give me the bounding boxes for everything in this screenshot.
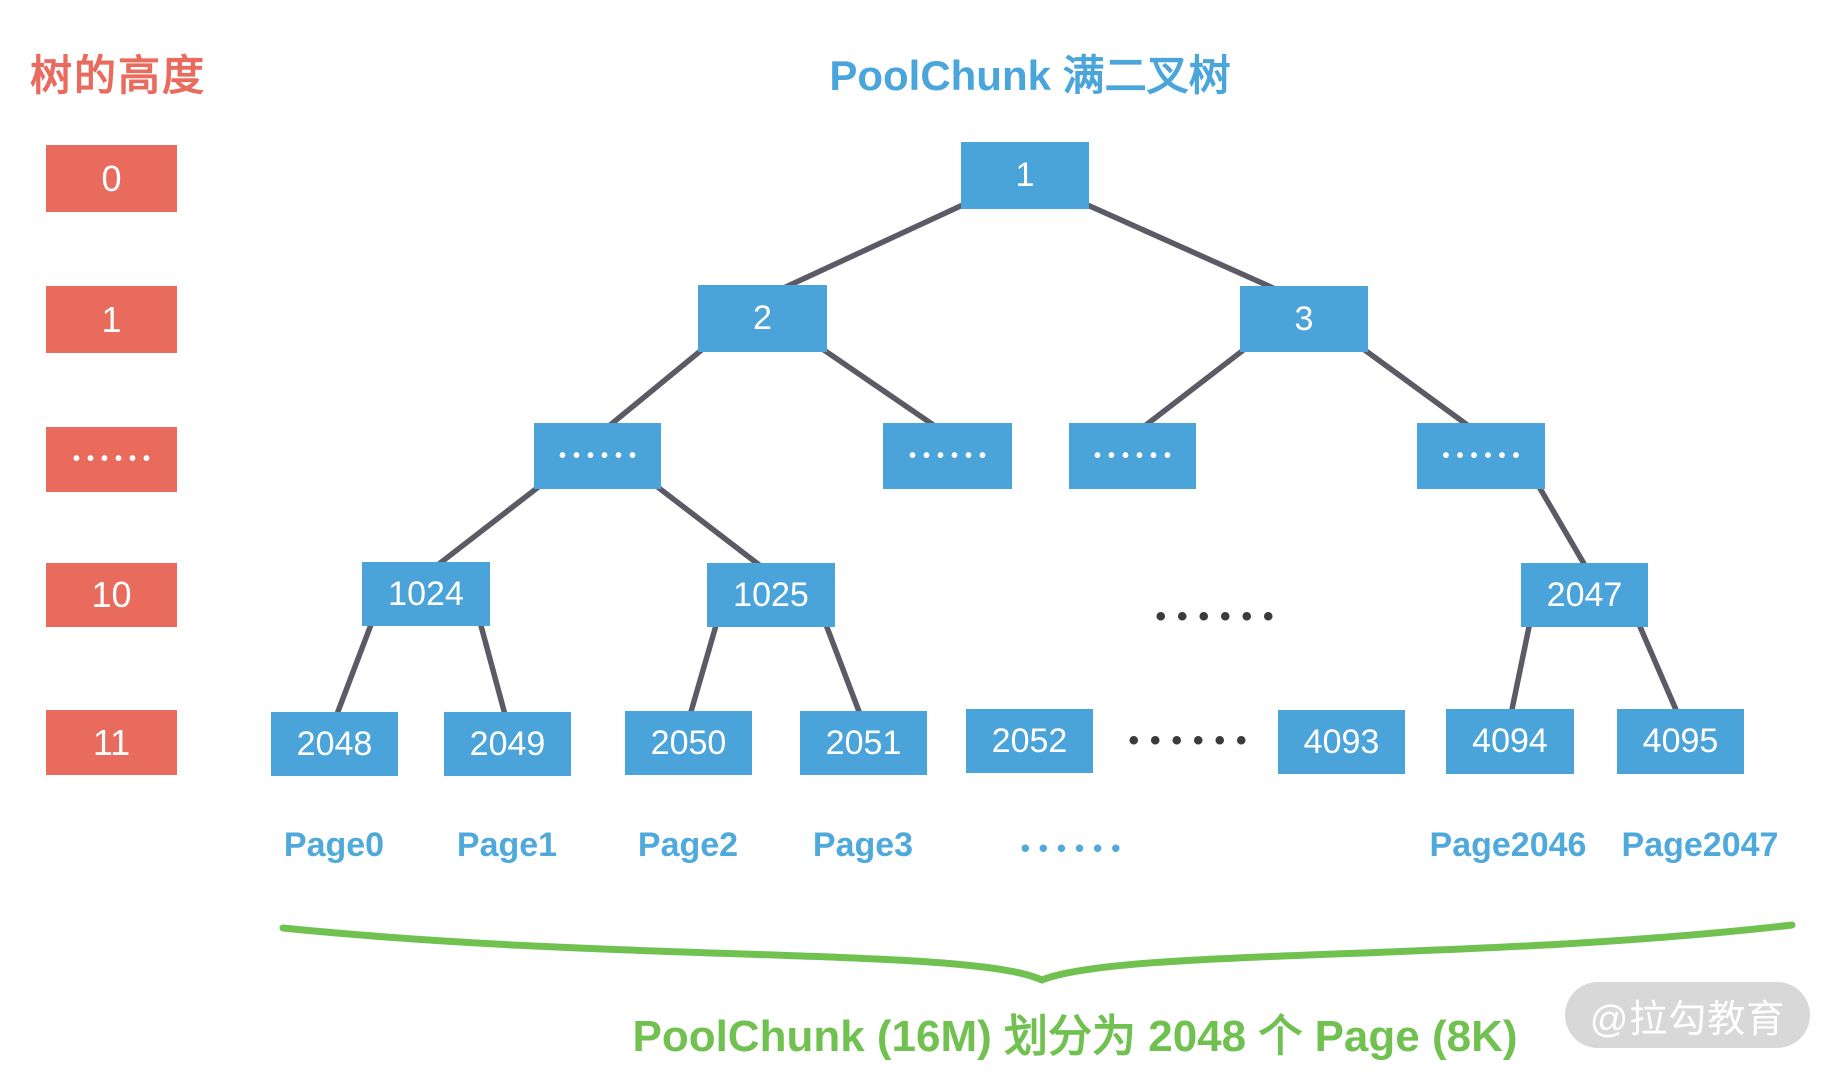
page-ellipsis: •••••• — [1020, 832, 1130, 863]
tree-node-4094: 4094 — [1446, 709, 1574, 774]
height-box-11: 11 — [46, 710, 177, 775]
height-box-0: 0 — [46, 145, 177, 212]
tree-node-1025-label: 1025 — [733, 575, 809, 614]
page-label-1: Page1 — [456, 826, 558, 864]
page-label-2047: Page2047 — [1621, 826, 1779, 864]
tree-node-dots-4: •••••• — [1417, 423, 1545, 489]
tree-node-4093: 4093 — [1278, 710, 1405, 774]
tree-node-2052: 2052 — [966, 709, 1093, 773]
height-box-11-label: 11 — [92, 721, 131, 763]
tree-node-4095: 4095 — [1617, 709, 1744, 774]
watermark-badge: @拉勾教育 — [1565, 982, 1810, 1048]
height-box-1: 1 — [46, 286, 177, 353]
tree-node-4094-label: 4094 — [1472, 722, 1548, 760]
tree-node-dots-2: •••••• — [883, 423, 1012, 489]
tree-node-2052-label: 2052 — [991, 721, 1068, 760]
page-label-0: Page0 — [283, 826, 385, 864]
tree-node-3: 3 — [1240, 286, 1368, 352]
page-label-2: Page2 — [637, 826, 739, 864]
diagram-title: PoolChunk 满二叉树 — [829, 52, 1231, 99]
bottom-caption: PoolChunk (16M) 划分为 2048 个 Page (8K) — [632, 1012, 1518, 1061]
tree-node-dots-1-label: •••••• — [558, 444, 643, 467]
page-label-3: Page3 — [812, 826, 914, 864]
tree-node-dots-3-label: •••••• — [1093, 444, 1178, 467]
tree-node-root: 1 — [961, 142, 1089, 209]
tree-node-1025: 1025 — [707, 563, 835, 627]
tree-node-4095-label: 4095 — [1642, 722, 1719, 760]
tree-node-2047: 2047 — [1521, 563, 1648, 627]
tree-node-2048: 2048 — [271, 712, 398, 776]
tree-node-1024-label: 1024 — [388, 574, 464, 613]
tree-node-2051-label: 2051 — [825, 723, 902, 762]
tree-node-2-label: 2 — [753, 299, 772, 337]
tree-node-2049: 2049 — [444, 712, 571, 776]
tree-node-3-label: 3 — [1294, 299, 1314, 338]
tree-node-root-label: 1 — [1015, 156, 1035, 194]
tree-node-dots-4-label: •••••• — [1442, 444, 1527, 467]
tree-node-2050: 2050 — [625, 711, 752, 775]
tree-node-2047-label: 2047 — [1546, 575, 1623, 614]
height-box-ellipsis-label: •••••• — [72, 448, 157, 470]
level11-ellipsis: •••••• — [1128, 724, 1258, 757]
tree-node-4093-label: 4093 — [1303, 722, 1380, 761]
tree-node-dots-2-label: •••••• — [908, 444, 993, 467]
tree-node-2050-label: 2050 — [650, 723, 727, 762]
page-label-2046: Page2046 — [1429, 826, 1587, 864]
tree-node-dots-1: •••••• — [534, 423, 661, 489]
tree-height-label: 树的高度 — [30, 52, 207, 99]
tree-node-dots-3: •••••• — [1069, 423, 1196, 489]
height-box-0-label: 0 — [101, 157, 122, 199]
watermark-text: @拉勾教育 — [1589, 998, 1786, 1041]
tree-node-2048-label: 2048 — [296, 724, 373, 763]
brace — [279, 921, 1796, 984]
height-box-ellipsis: •••••• — [46, 427, 177, 492]
tree-node-2051: 2051 — [800, 711, 927, 775]
tree-node-1024: 1024 — [362, 562, 490, 626]
tree-node-2: 2 — [698, 285, 827, 352]
tree-edges — [331, 200, 1683, 725]
level10-ellipsis: •••••• — [1155, 600, 1285, 633]
height-box-10-label: 10 — [91, 574, 132, 615]
height-box-1-label: 1 — [101, 298, 122, 340]
height-box-10: 10 — [46, 563, 177, 627]
tree-node-2049-label: 2049 — [469, 724, 546, 763]
